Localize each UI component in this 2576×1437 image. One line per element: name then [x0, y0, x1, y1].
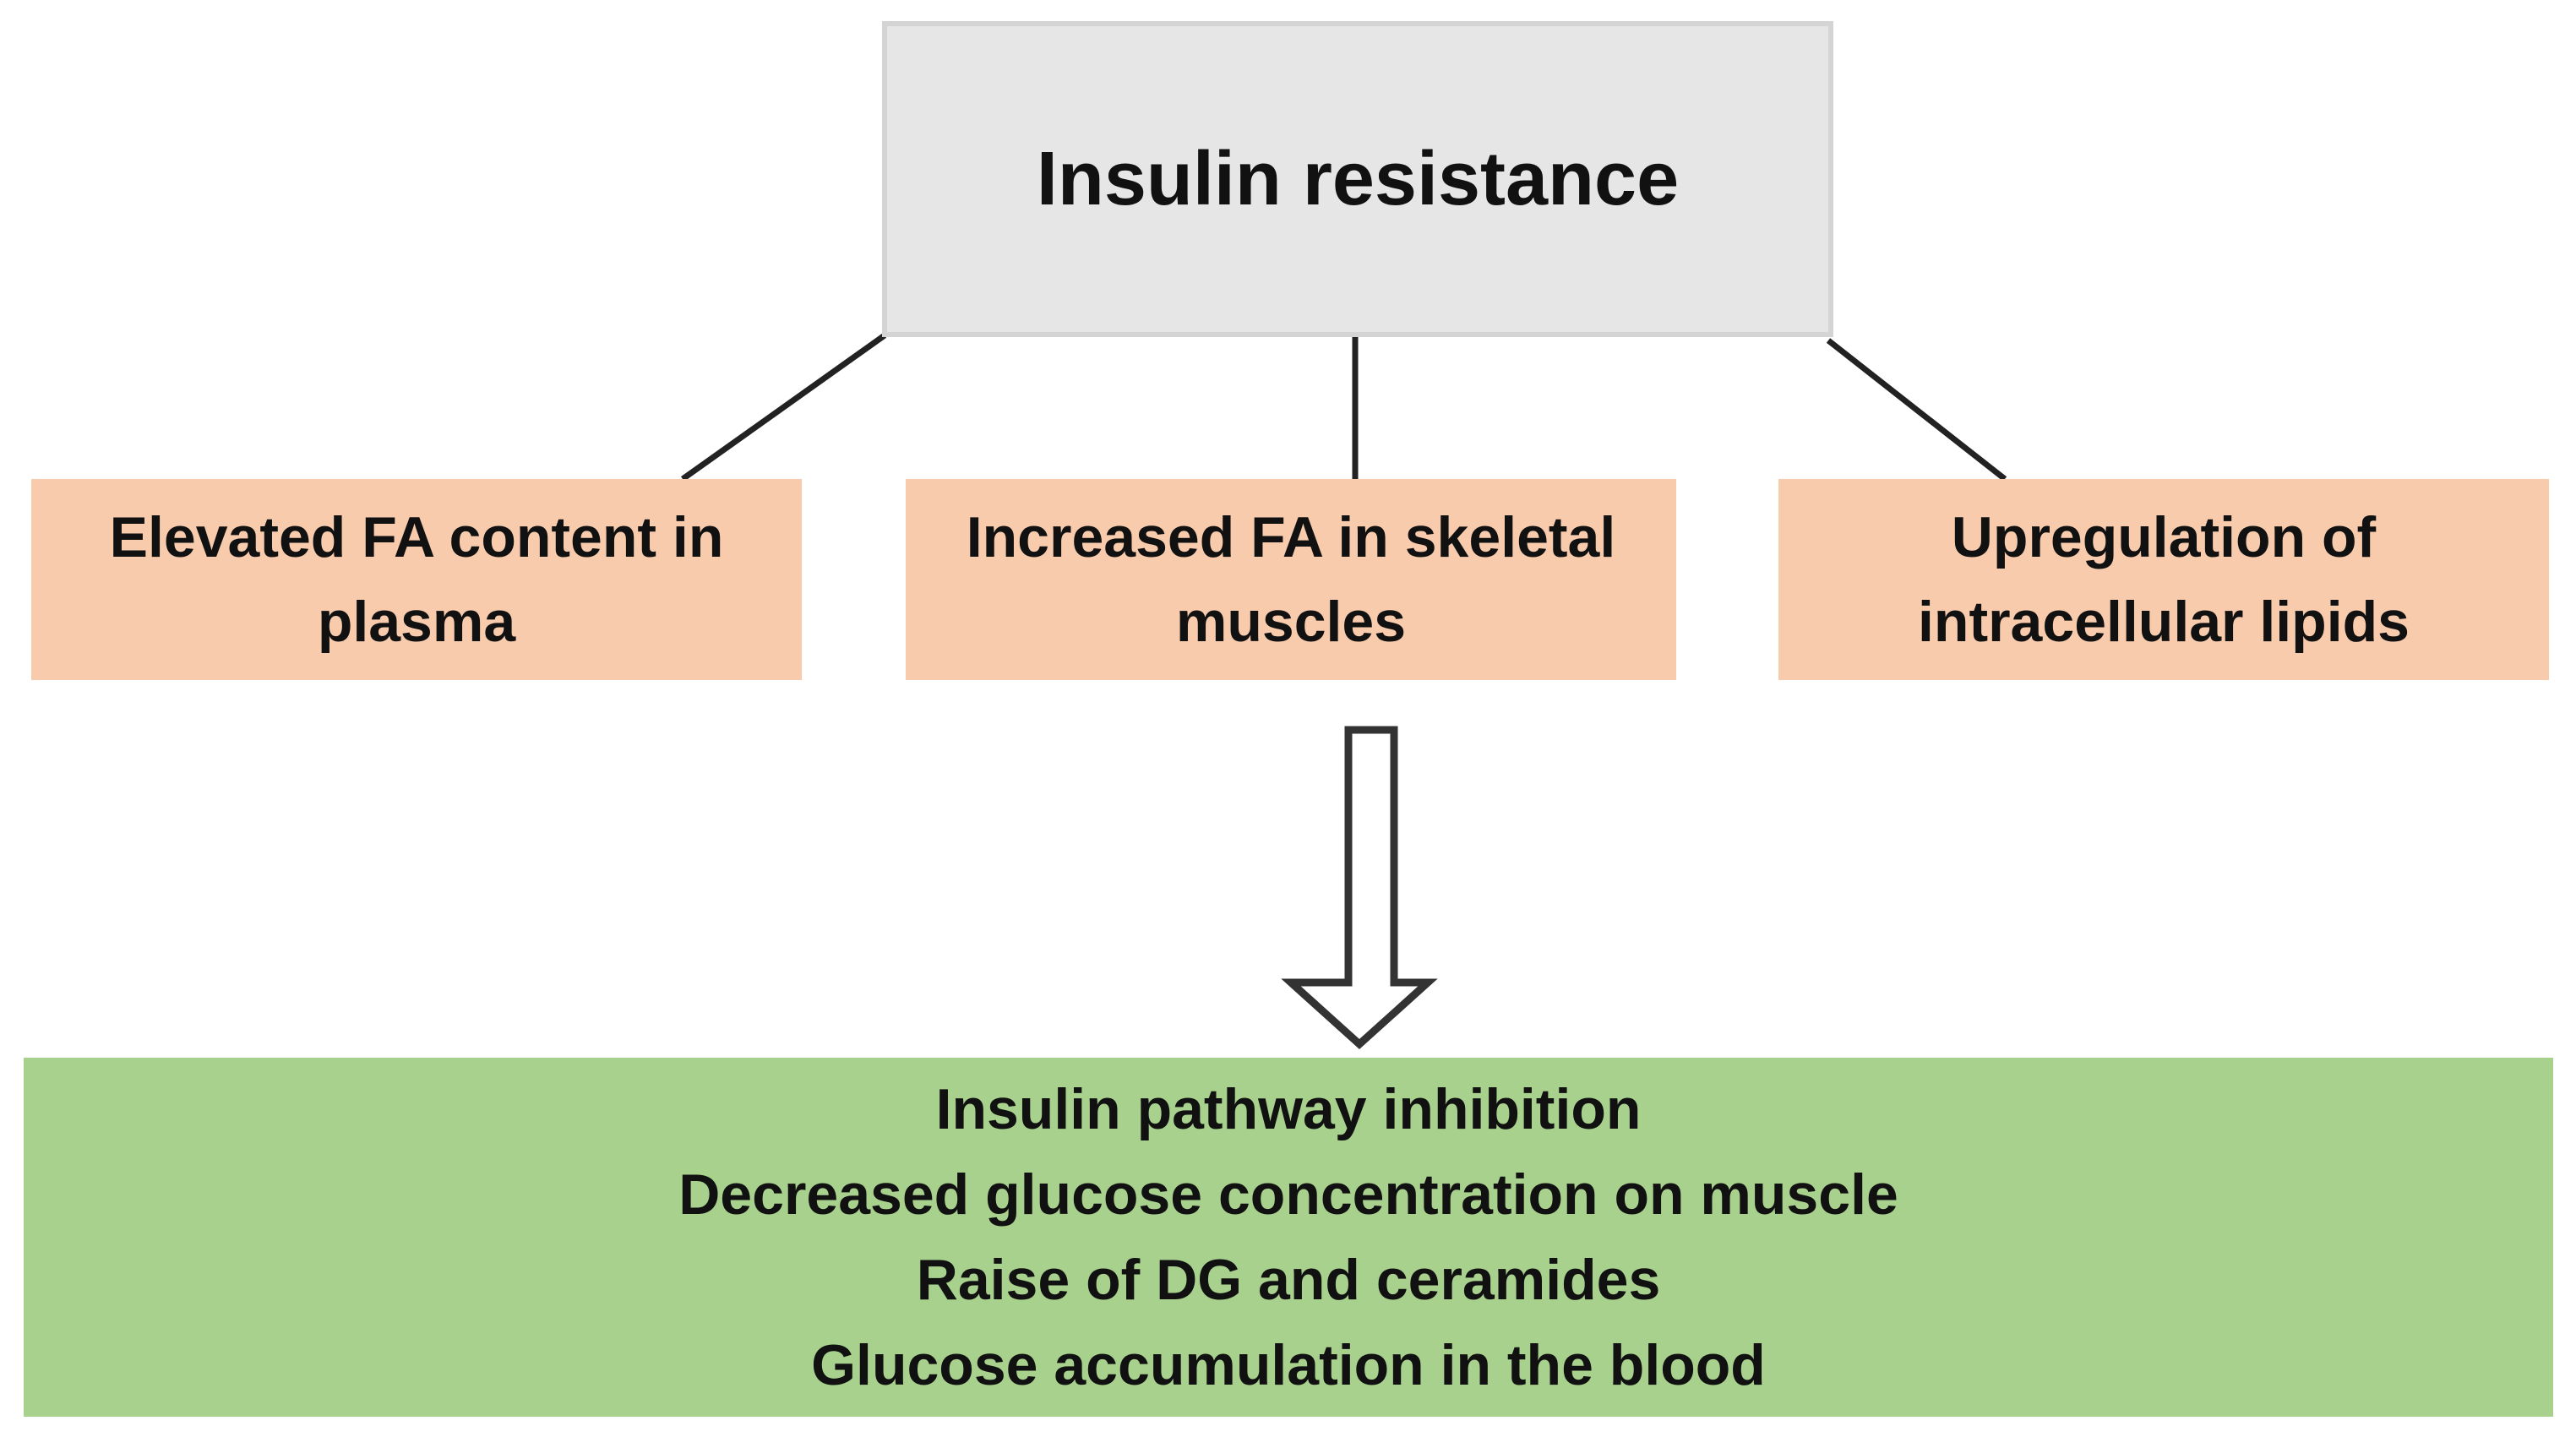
- node-line: muscles: [1175, 590, 1407, 654]
- increased-fa-muscles-node: Increased FA in skeletal muscles: [906, 479, 1676, 680]
- insulin-resistance-node: Insulin resistance: [882, 21, 1833, 337]
- node-line: Increased FA in skeletal: [966, 505, 1616, 569]
- consequence-line: Decreased glucose concentration on muscl…: [678, 1162, 1898, 1227]
- node-line: intracellular lipids: [1918, 590, 2410, 654]
- node-line: Elevated FA content in: [109, 505, 724, 569]
- consequences-node: Insulin pathway inhibition Decreased glu…: [24, 1058, 2553, 1417]
- down-arrow: [1281, 726, 1438, 1050]
- upregulation-lipids-node: Upregulation of intracellular lipids: [1778, 479, 2549, 680]
- elevated-fa-plasma-node: Elevated FA content in plasma: [31, 479, 802, 680]
- insulin-resistance-label: Insulin resistance: [1036, 136, 1680, 221]
- connector-right: [1826, 338, 2007, 482]
- node-line: plasma: [317, 590, 516, 654]
- consequence-line: Glucose accumulation in the blood: [811, 1332, 1766, 1397]
- connector-left: [680, 333, 887, 482]
- consequence-line: Raise of DG and ceramides: [916, 1247, 1661, 1312]
- consequence-line: Insulin pathway inhibition: [935, 1076, 1642, 1141]
- node-line: Upregulation of: [1951, 505, 2377, 569]
